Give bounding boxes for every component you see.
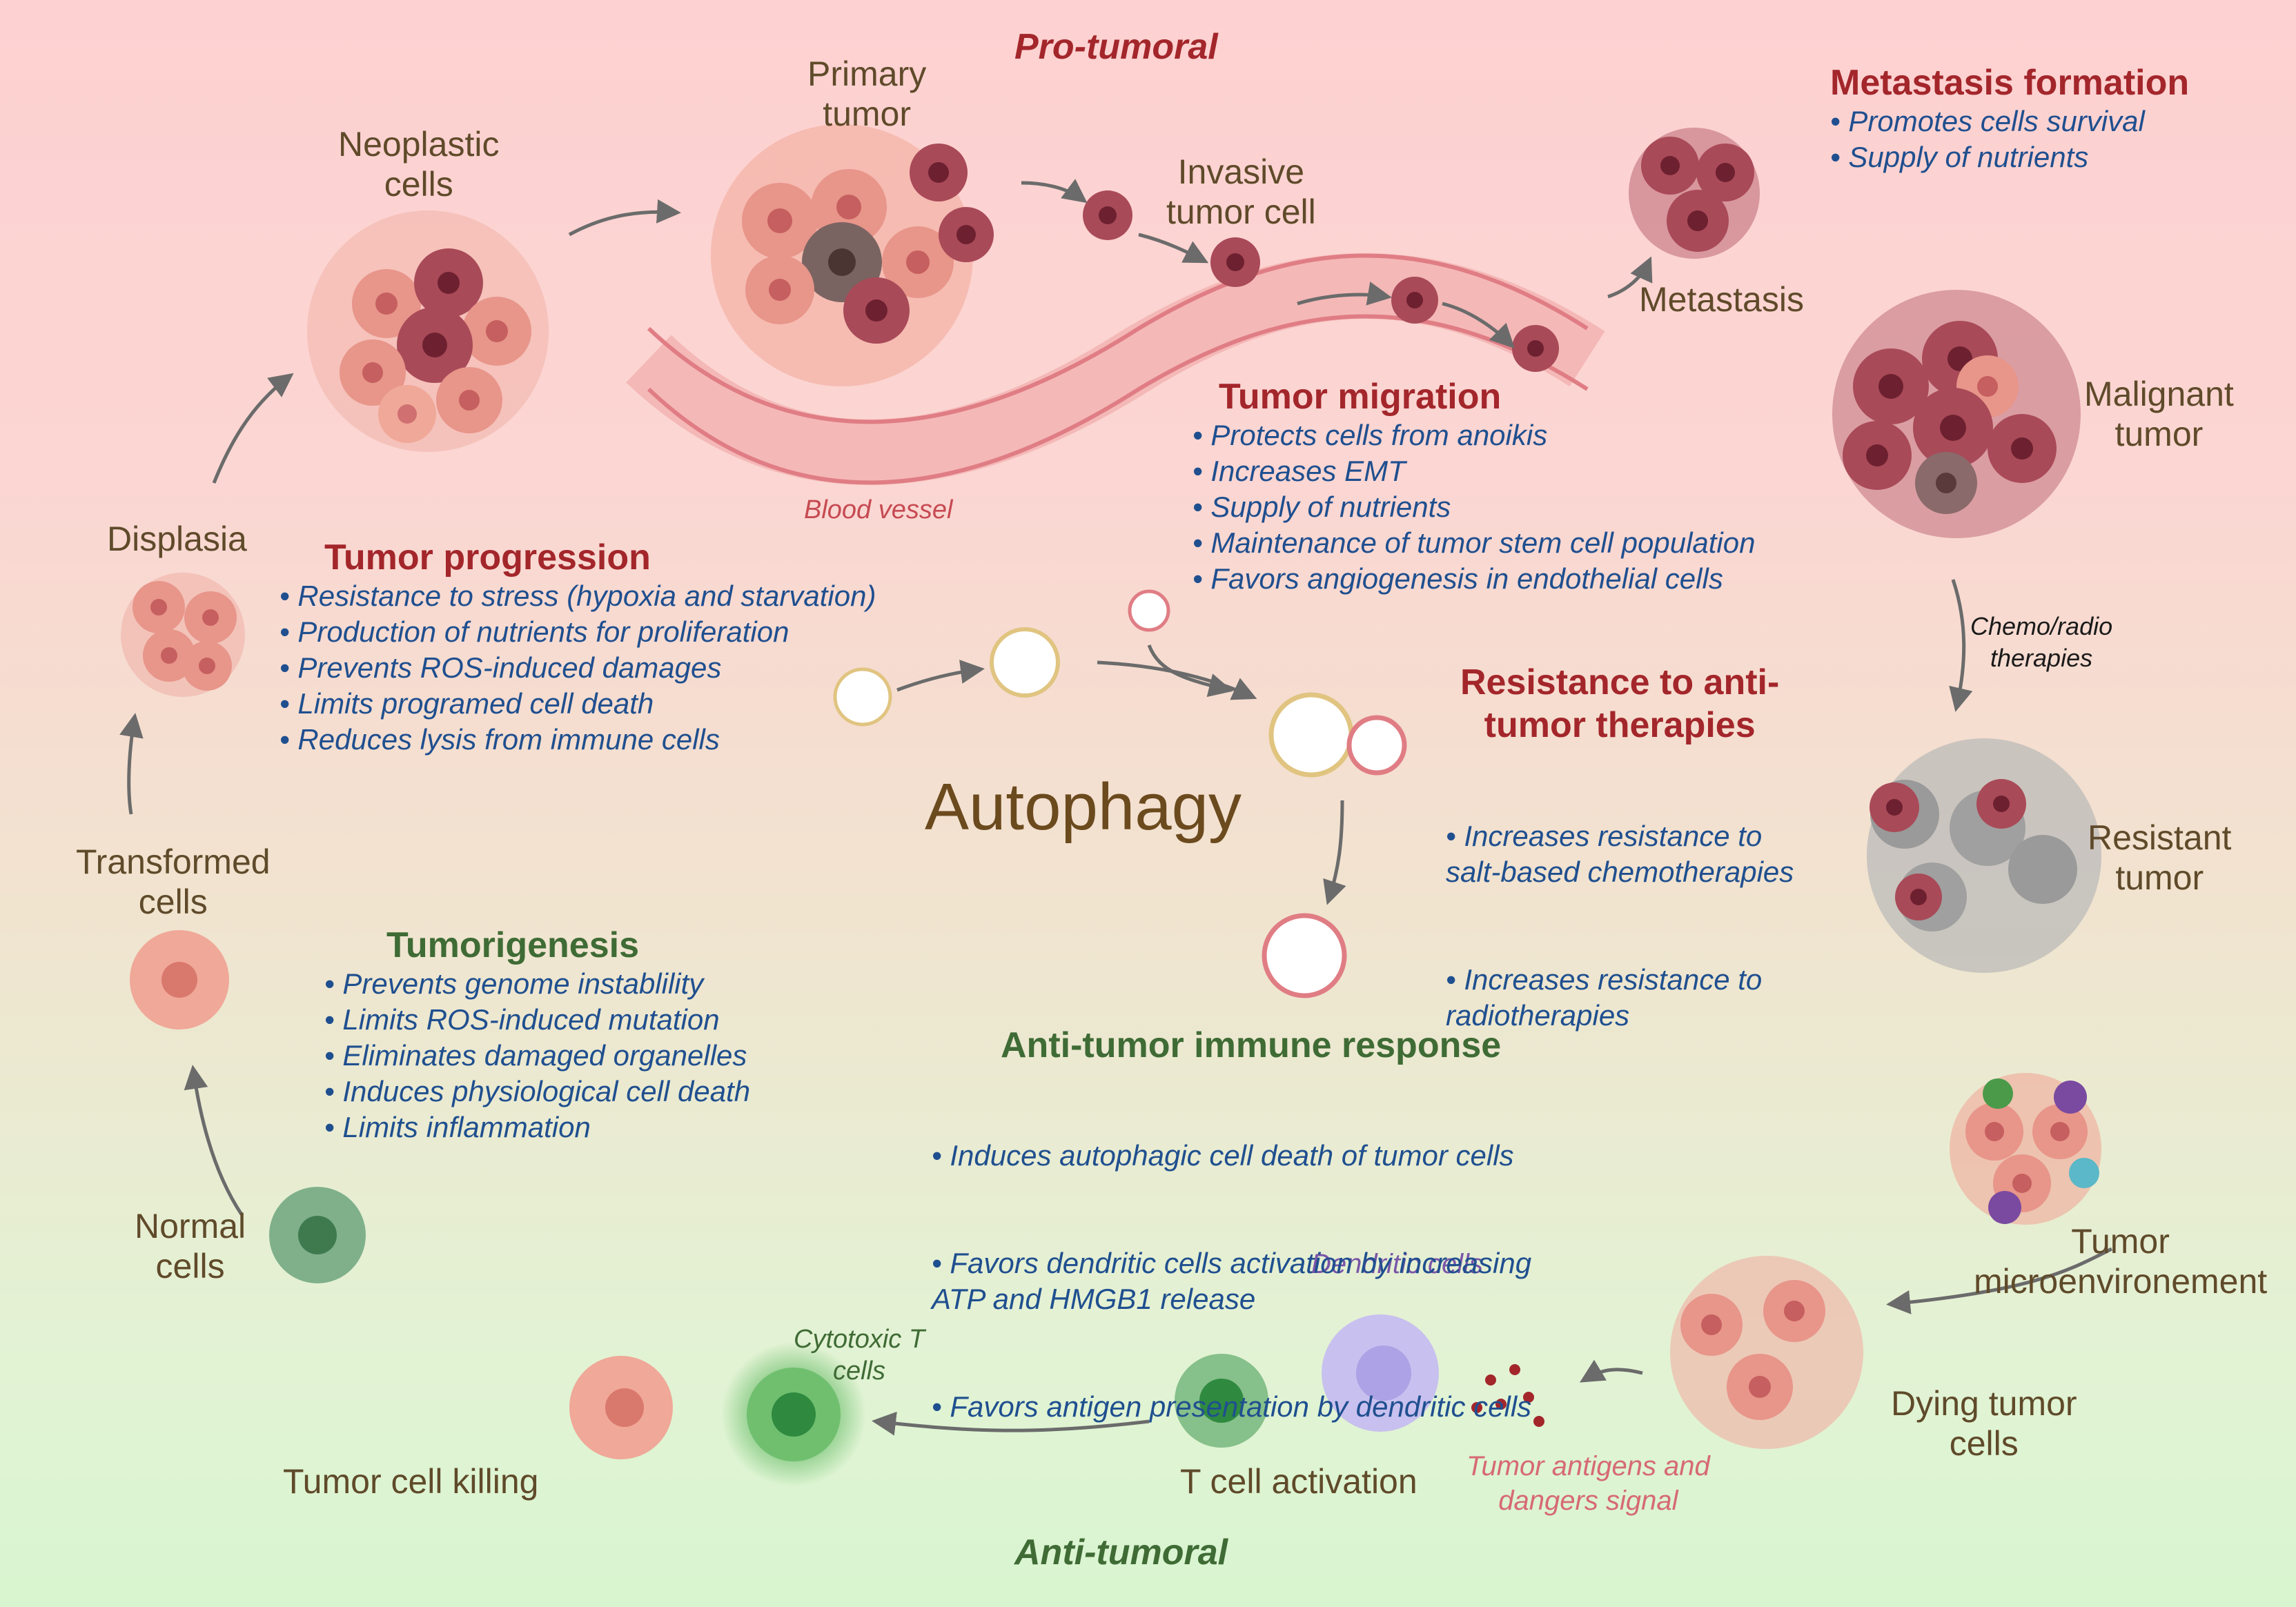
transformed-cells-label: Transformed cells bbox=[76, 842, 271, 921]
resistance-list: Increases resistance to salt-based chemo… bbox=[1446, 747, 1794, 1105]
list-item: Eliminates damaged organelles bbox=[324, 1038, 750, 1074]
resistance-title: Resistance to anti- tumor therapies bbox=[1460, 662, 1780, 745]
tumor-microenvironment-label: Tumor microenvironement bbox=[1974, 1222, 2268, 1301]
list-item: Increases resistance to salt-based chemo… bbox=[1446, 818, 1794, 890]
normal-cells-label: Normal cells bbox=[135, 1207, 246, 1285]
list-item: Resistance to stress (hypoxia and starva… bbox=[279, 578, 876, 614]
list-item: Production of nutrients for proliferatio… bbox=[279, 614, 876, 650]
autophagy-center-title: Autophagy bbox=[925, 770, 1242, 844]
list-item: Increases resistance to radiotherapies bbox=[1446, 962, 1794, 1034]
list-item: Protects cells from anoikis bbox=[1193, 417, 1755, 453]
anti-tumor-immune-title: Anti-tumor immune response bbox=[1001, 1025, 1502, 1065]
invasive-tumor-cell-label: Invasive tumor cell bbox=[1166, 152, 1316, 231]
pro-tumoral-title: Pro-tumoral bbox=[1014, 27, 1218, 67]
list-item: Limits programed cell death bbox=[279, 686, 876, 722]
cytotoxic-t-cell bbox=[721, 1342, 866, 1487]
primary-tumor-label: Primary tumor bbox=[807, 55, 927, 133]
list-item: Limits inflammation bbox=[324, 1110, 750, 1145]
list-item: Limits ROS-induced mutation bbox=[324, 1002, 750, 1038]
primary-tumor-cluster bbox=[711, 124, 994, 386]
tumor-microenvironment-cluster bbox=[1950, 1073, 2101, 1225]
tumor-progression-title: Tumor progression bbox=[324, 538, 651, 578]
list-item: Maintenance of tumor stem cell populatio… bbox=[1193, 525, 1755, 561]
resistance-section: Resistance to anti- tumor therapies Incr… bbox=[1446, 661, 1794, 1105]
metastasis-label: Metastasis bbox=[1639, 280, 1804, 319]
resistant-tumor-cluster bbox=[1867, 738, 2101, 973]
malignant-tumor-cluster bbox=[1832, 290, 2081, 538]
anti-tumor-immune-list: Induces autophagic cell death of tumor c… bbox=[932, 1066, 1531, 1497]
dying-tumor-cells-cluster bbox=[1670, 1256, 1863, 1449]
t-cell-activation-label: T cell activation bbox=[1180, 1462, 1417, 1501]
tumor-progression-list: Resistance to stress (hypoxia and starva… bbox=[279, 578, 876, 758]
normal-cell bbox=[269, 1187, 366, 1283]
cytotoxic-t-cells-label: Cytotoxic T cells bbox=[794, 1325, 925, 1386]
tumorigenesis-list: Prevents genome instablility Limits ROS-… bbox=[324, 966, 750, 1145]
tumorigenesis-title: Tumorigenesis bbox=[386, 925, 640, 965]
neoplastic-cells-cluster bbox=[307, 210, 549, 452]
displasia-label: Displasia bbox=[107, 520, 247, 558]
metastasis-formation-title: Metastasis formation bbox=[1830, 63, 2190, 103]
tumor-migration-list: Protects cells from anoikis Increases EM… bbox=[1193, 417, 1755, 597]
anti-tumor-immune-section: Anti-tumor immune response Induces autop… bbox=[932, 1025, 1531, 1497]
list-item: Favors antigen presentation by dendritic… bbox=[932, 1389, 1531, 1425]
list-item: Increases EMT bbox=[1193, 453, 1755, 489]
list-item: Prevents ROS-induced damages bbox=[279, 650, 876, 686]
metastasis-formation-list: Promotes cells survival Supply of nutrie… bbox=[1830, 103, 2189, 175]
tumor-migration-title: Tumor migration bbox=[1219, 377, 1502, 417]
killed-tumor-cell bbox=[569, 1356, 673, 1459]
tumor-progression-section: Tumor progression Resistance to stress (… bbox=[279, 537, 876, 758]
list-item: Favors angiogenesis in endothelial cells bbox=[1193, 561, 1755, 597]
displasia-cluster bbox=[121, 573, 245, 697]
flow-arrows bbox=[119, 179, 2113, 1436]
list-item: Induces physiological cell death bbox=[324, 1074, 750, 1110]
metastasis-cluster bbox=[1629, 128, 1760, 259]
tumor-cell-killing-label: Tumor cell killing bbox=[283, 1462, 539, 1501]
transformed-cell bbox=[130, 930, 229, 1029]
dying-tumor-cells-label: Dying tumor cells bbox=[1891, 1384, 2077, 1463]
list-item: Induces autophagic cell death of tumor c… bbox=[932, 1138, 1531, 1174]
list-item: Supply of nutrients bbox=[1193, 489, 1755, 525]
tumorigenesis-section: Tumorigenesis Prevents genome instablili… bbox=[324, 925, 750, 1145]
list-item: Prevents genome instablility bbox=[324, 966, 750, 1002]
invasive-tumor-cells bbox=[1083, 190, 1559, 372]
chemo-radio-label: Chemo/radio therapies bbox=[1970, 612, 2113, 672]
tumor-migration-section: Tumor migration Protects cells from anoi… bbox=[1193, 376, 1755, 597]
tumor-antigens-label: Tumor antigens and dangers signal bbox=[1466, 1451, 1710, 1516]
metastasis-formation-section: Metastasis formation Promotes cells surv… bbox=[1830, 62, 2189, 175]
blood-vessel-label: Blood vessel bbox=[804, 495, 953, 524]
anti-tumoral-title: Anti-tumoral bbox=[1014, 1532, 1228, 1573]
malignant-tumor-label: Malignant tumor bbox=[2084, 375, 2234, 453]
resistant-tumor-label: Resistant tumor bbox=[2088, 818, 2232, 897]
list-item: Favors dendritic cells activation by inc… bbox=[932, 1245, 1531, 1317]
list-item: Reduces lysis from immune cells bbox=[279, 722, 876, 758]
neoplastic-cells-label: Neoplastic cells bbox=[338, 125, 500, 204]
list-item: Promotes cells survival bbox=[1830, 103, 2189, 139]
list-item: Supply of nutrients bbox=[1830, 139, 2189, 175]
